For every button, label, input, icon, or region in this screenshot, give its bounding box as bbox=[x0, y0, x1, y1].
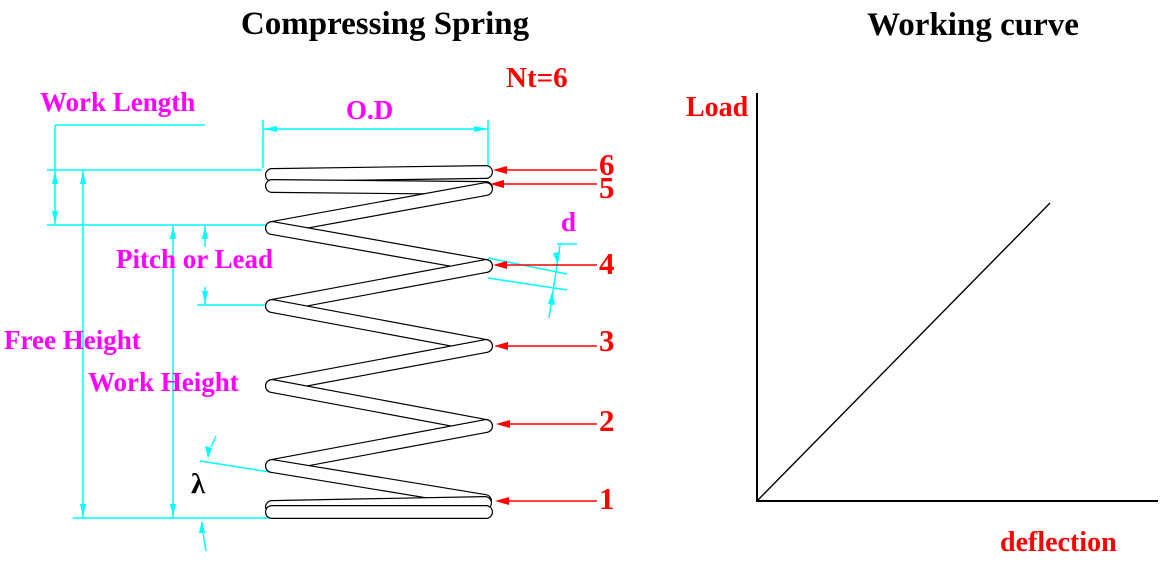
coil-number-3: 3 bbox=[599, 323, 615, 358]
coil-number-2: 2 bbox=[599, 403, 615, 438]
wire-diameter-label: d bbox=[561, 207, 577, 237]
pitch-label: Pitch or Lead bbox=[116, 244, 273, 274]
working-curve-line bbox=[757, 202, 1051, 501]
right-diagram-title: Working curve bbox=[867, 7, 1079, 43]
work-height-dimension bbox=[170, 225, 176, 518]
work-length-dimension bbox=[47, 124, 268, 226]
work-length-label: Work Length bbox=[40, 87, 196, 117]
outer-diameter-label: O.D bbox=[346, 95, 394, 125]
pitch-dimension bbox=[197, 225, 268, 306]
wire-diameter-dimension bbox=[487, 243, 577, 319]
helix-angle-label: λ bbox=[191, 468, 206, 500]
coil-number-4: 4 bbox=[599, 246, 615, 281]
total-turns-label: Nt=6 bbox=[506, 62, 568, 94]
spring-drawing bbox=[265, 165, 493, 519]
free-height-dimension bbox=[80, 170, 86, 518]
free-height-label: Free Height bbox=[4, 325, 141, 355]
work-height-label: Work Height bbox=[88, 367, 239, 397]
coil-number-6: 6 bbox=[599, 147, 615, 182]
y-axis-label: Load bbox=[686, 92, 749, 123]
coil-callout-arrows bbox=[490, 166, 597, 505]
working-curve-axes bbox=[756, 93, 1158, 502]
coil-number-5: 5 bbox=[599, 170, 615, 205]
left-diagram-title: Compressing Spring bbox=[240, 6, 530, 42]
od-dimension bbox=[262, 120, 489, 168]
helix-angle-leader bbox=[199, 435, 271, 473]
x-axis-label: deflection bbox=[1000, 527, 1117, 558]
coil-number-1: 1 bbox=[599, 481, 615, 516]
baseline-and-lambda-leader bbox=[73, 517, 295, 552]
